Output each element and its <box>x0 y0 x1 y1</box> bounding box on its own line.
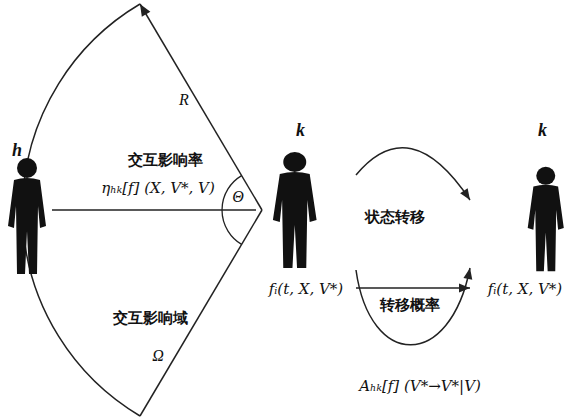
annotation-label: Ω <box>152 347 164 365</box>
annotation-label: Θ <box>232 188 244 206</box>
arrowhead <box>463 268 472 280</box>
distribution-formula: fᵢ(t, X, V*) <box>269 280 343 298</box>
agent-letter: k <box>296 120 305 141</box>
arrowhead <box>460 188 470 200</box>
edge-label: 状态转移 <box>363 208 427 227</box>
annotation-label: ηₕₖ[f] (X, V*, V) <box>101 179 215 197</box>
person-silhouette <box>8 158 46 274</box>
transition-connector <box>356 148 470 200</box>
radius-arrowhead <box>140 4 150 17</box>
transition-connector <box>52 210 256 211</box>
transition-connector <box>356 284 470 293</box>
person-silhouette <box>528 167 564 271</box>
distribution-formula: fᵢ(t, X, V*) <box>488 280 562 298</box>
connector-line <box>356 268 470 345</box>
agent-letter: k <box>538 120 547 141</box>
annotation-label: Aₕₖ[f] (V*→V*|V) <box>359 377 481 395</box>
annotation-label: R <box>179 91 189 109</box>
person-node: k fᵢ(t, X, V*) <box>470 120 580 308</box>
agent-letter: h <box>12 140 22 161</box>
person-silhouette <box>273 152 317 268</box>
edge-label: 转移概率 <box>378 296 442 315</box>
annotation-label: 交互影响域 <box>113 309 188 328</box>
person-node: h <box>2 140 52 275</box>
edge-label: 交互影响率 <box>126 151 205 170</box>
person-node: k fᵢ(t, X, V*) <box>256 120 356 308</box>
connector-line <box>52 209 256 211</box>
connector-line <box>356 148 470 200</box>
transition-connector <box>356 268 472 345</box>
connector-line <box>356 287 470 289</box>
